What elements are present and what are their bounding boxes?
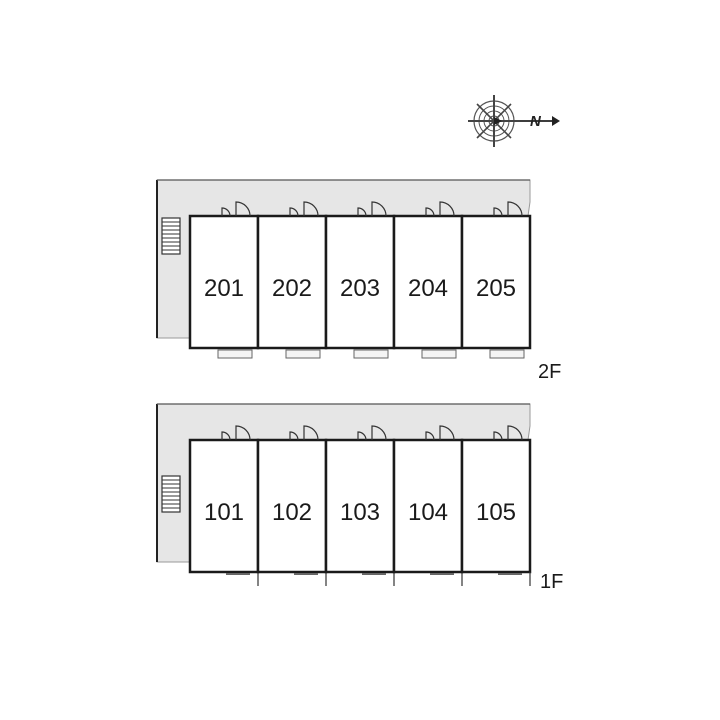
unit-number: 205 — [476, 275, 516, 302]
balcony — [421, 349, 457, 359]
unit-number: 105 — [476, 499, 516, 526]
door-icon — [425, 425, 455, 441]
unit-room — [256, 214, 328, 350]
unit-number: 202 — [272, 275, 312, 302]
unit-room — [188, 438, 260, 574]
unit-room — [324, 214, 396, 350]
unit-room — [460, 438, 532, 574]
unit-103: 103 — [324, 425, 396, 586]
door-icon — [493, 201, 523, 217]
compass-rose-icon — [468, 95, 520, 147]
door-icon — [289, 201, 319, 217]
unit-201: 201 — [188, 201, 260, 359]
unit-number: 104 — [408, 499, 448, 526]
door-icon — [425, 201, 455, 217]
balcony — [285, 349, 321, 359]
unit-room — [256, 438, 328, 574]
floor-2f: 201 202 203 204 205 — [156, 179, 532, 359]
balcony — [353, 349, 389, 359]
door-icon — [221, 425, 251, 441]
door-icon — [357, 425, 387, 441]
north-arrow-icon — [520, 116, 560, 126]
unit-204: 204 — [392, 201, 464, 359]
unit-room — [188, 214, 260, 350]
floor-label-2f: 2F — [538, 361, 561, 383]
unit-number: 102 — [272, 499, 312, 526]
unit-number: 101 — [204, 499, 244, 526]
door-icon — [493, 425, 523, 441]
unit-104: 104 — [392, 425, 464, 586]
unit-room — [324, 438, 396, 574]
compass: N — [468, 95, 560, 147]
door-icon — [357, 201, 387, 217]
staircase — [161, 475, 181, 513]
unit-number: 204 — [408, 275, 448, 302]
unit-room — [460, 214, 532, 350]
door-icon — [289, 425, 319, 441]
balcony — [217, 349, 253, 359]
floor-1f: 101 102 103 104 105 — [156, 403, 532, 586]
unit-205: 205 — [460, 201, 532, 359]
unit-number: 201 — [204, 275, 244, 302]
north-label: N — [530, 113, 542, 130]
unit-105: 105 — [460, 425, 532, 586]
unit-202: 202 — [256, 201, 328, 359]
door-icon — [221, 201, 251, 217]
unit-203: 203 — [324, 201, 396, 359]
unit-number: 203 — [340, 275, 380, 302]
unit-number: 103 — [340, 499, 380, 526]
balcony — [489, 349, 525, 359]
staircase — [161, 217, 181, 255]
unit-101: 101 — [188, 425, 260, 586]
floor-label-1f: 1F — [540, 571, 563, 593]
unit-room — [392, 438, 464, 574]
unit-102: 102 — [256, 425, 328, 586]
